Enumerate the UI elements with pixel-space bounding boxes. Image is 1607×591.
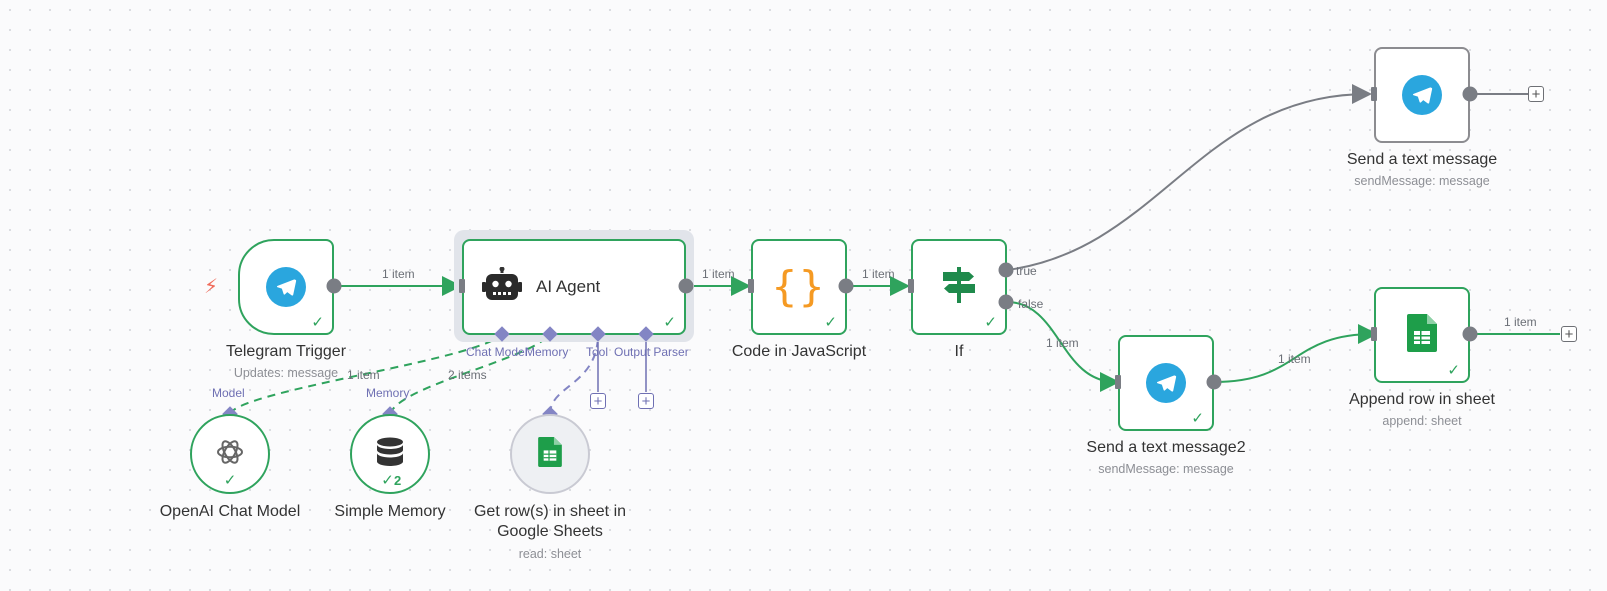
edge-memory-to-agent[interactable] <box>389 333 551 415</box>
node-send-text-message[interactable] <box>1374 47 1470 143</box>
output-handle[interactable] <box>1462 326 1478 342</box>
input-handle[interactable] <box>1371 327 1377 341</box>
node-append-row-in-sheet[interactable]: ✓ <box>1374 287 1470 383</box>
spreadsheet-icon <box>538 436 562 472</box>
edge-label-agent-code: 1 item <box>702 267 735 281</box>
success-check-icon: ✓ <box>663 314 676 331</box>
telegram-icon <box>1402 75 1442 115</box>
node-ai-agent[interactable]: AI Agent ✓ <box>462 239 686 335</box>
signpost-icon <box>939 265 979 310</box>
add-node-button[interactable]: + <box>1561 326 1577 342</box>
output-handle[interactable] <box>838 278 854 294</box>
openai-logo-icon <box>214 436 246 473</box>
success-check-icon: ✓ <box>1447 362 1460 379</box>
node-subtitle: read: sheet <box>518 547 582 561</box>
node-title: Code in JavaScript <box>731 343 867 360</box>
node-if[interactable]: ✓ <box>911 239 1007 335</box>
success-check-icon: ✓ <box>311 314 324 331</box>
input-handle[interactable] <box>908 279 914 293</box>
edge-label-if-send2: 1 item <box>1046 336 1079 350</box>
edge-label-memory-agent: 2 items <box>448 368 487 382</box>
database-icon <box>376 437 404 472</box>
output-handle[interactable] <box>1206 374 1222 390</box>
node-title: Get row(s) in sheet in Google Sheets <box>473 503 627 540</box>
run-count: 2 <box>394 473 402 488</box>
edge-send2-to-append[interactable] <box>1213 324 1378 383</box>
node-subtitle: append: sheet <box>1382 414 1462 428</box>
node-simple-memory[interactable]: ✓ 2 <box>350 414 430 494</box>
edge-label-model-agent: 1 item <box>347 368 380 382</box>
edge-if-true-to-send[interactable] <box>1006 84 1372 271</box>
success-check-icon: ✓ <box>1191 410 1204 427</box>
success-check-icon: ✓ <box>824 314 837 331</box>
input-handle[interactable] <box>1371 87 1377 101</box>
node-title: Send a text message <box>1346 151 1498 168</box>
telegram-icon <box>1146 363 1186 403</box>
edge-label-append-out: 1 item <box>1504 315 1537 329</box>
input-handle[interactable] <box>748 279 754 293</box>
add-output-parser-button[interactable]: + <box>638 393 654 409</box>
port-label-memory: Memory <box>525 345 568 359</box>
input-handle[interactable] <box>459 279 465 293</box>
success-check-icon: ✓ <box>381 472 394 489</box>
node-openai-chat-model[interactable]: ✓ <box>190 414 270 494</box>
node-subtitle: Updates: message <box>233 366 339 380</box>
node-title: OpenAI Chat Model <box>159 503 301 520</box>
add-node-button[interactable]: + <box>1528 86 1544 102</box>
node-subtitle: sendMessage: message <box>1098 462 1234 476</box>
node-get-rows-in-sheet[interactable] <box>510 414 590 494</box>
edge-model-to-agent[interactable] <box>229 333 503 415</box>
lightning-bolt-icon: ⚡ <box>204 276 219 298</box>
port-label-tool: Tool <box>586 345 608 359</box>
node-title: AI Agent <box>536 277 601 296</box>
port-label-memory-in: Memory <box>366 386 409 400</box>
port-label-model-in: Model <box>212 386 245 400</box>
output-handle[interactable] <box>326 278 342 294</box>
port-label-chat-model: Chat Model <box>466 345 527 359</box>
output-handle[interactable] <box>1462 86 1478 102</box>
robot-icon <box>482 266 522 308</box>
output-handle-false[interactable] <box>998 294 1014 310</box>
curly-braces-icon: {} <box>771 262 827 311</box>
add-tool-button[interactable]: + <box>590 393 606 409</box>
node-title: Append row in sheet <box>1349 391 1495 408</box>
node-title: Simple Memory <box>334 503 446 520</box>
edge-label-true: true <box>1016 264 1037 278</box>
node-title: Telegram Trigger <box>225 343 347 360</box>
node-send-text-message2[interactable]: ✓ <box>1118 335 1214 431</box>
edge-if-false-to-send2[interactable] <box>1006 301 1120 392</box>
port-label-output-parser: Output Parser <box>614 345 689 359</box>
edge-label-trigger-agent: 1 item <box>382 267 415 281</box>
node-code-javascript[interactable]: {} ✓ <box>751 239 847 335</box>
edge-label-false: false <box>1018 297 1044 311</box>
node-telegram-trigger[interactable]: ✓ <box>238 239 334 335</box>
node-title: Send a text message2 <box>1086 439 1246 456</box>
node-subtitle: sendMessage: message <box>1354 174 1490 188</box>
input-handle[interactable] <box>1115 375 1121 389</box>
success-check-icon: ✓ <box>223 472 237 489</box>
node-title: If <box>954 343 964 360</box>
output-handle-true[interactable] <box>998 262 1014 278</box>
output-handle[interactable] <box>678 278 694 294</box>
spreadsheet-icon <box>1407 313 1437 357</box>
telegram-icon <box>266 267 306 307</box>
success-check-icon: ✓ <box>984 314 997 331</box>
edge-label-send2-append: 1 item <box>1278 352 1311 366</box>
edge-label-code-if: 1 item <box>862 267 895 281</box>
